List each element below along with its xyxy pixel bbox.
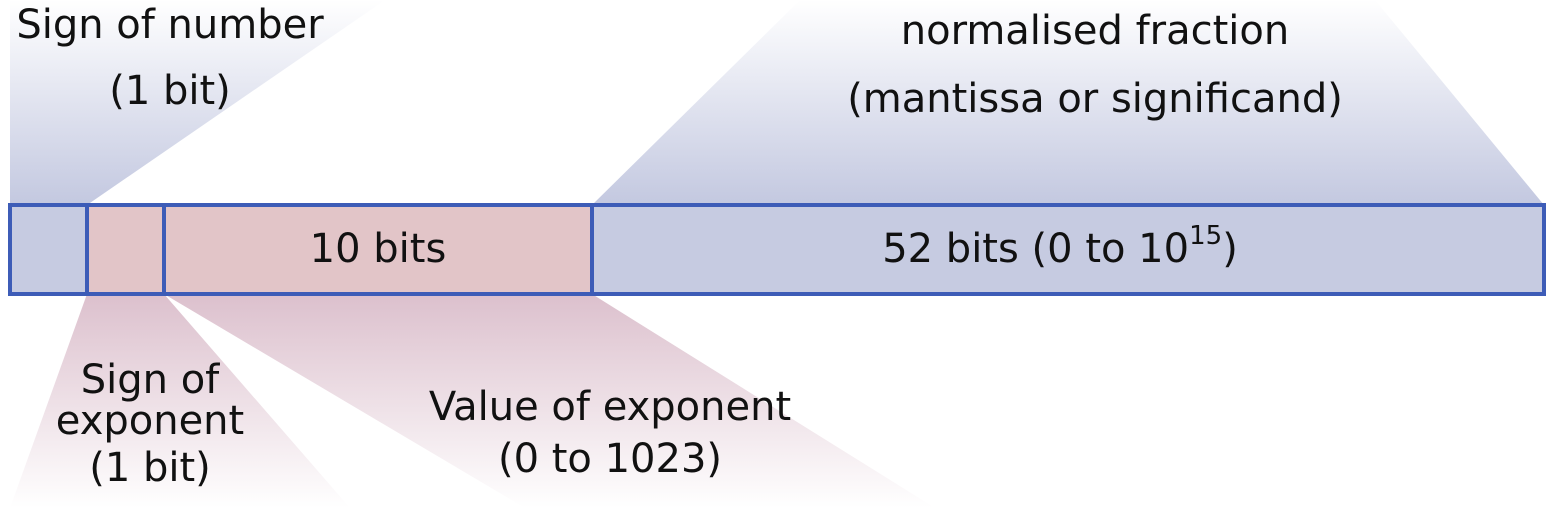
fraction-line1: normalised fraction — [900, 8, 1290, 54]
value-exponent-label: Value of exponent (0 to 1023) — [410, 384, 810, 482]
fraction-fan — [592, 0, 1544, 205]
exponent-sign-bit-field — [85, 203, 166, 296]
fraction-field — [590, 203, 1546, 296]
value-exponent-line1: Value of exponent — [428, 384, 792, 430]
sign-exponent-line1: Sign of — [80, 357, 220, 403]
fraction-line2: (mantissa or significand) — [847, 76, 1343, 122]
fraction-bits-prefix: 52 bits (0 to 10 — [882, 226, 1190, 272]
exponent-bits-label: 10 bits — [309, 226, 447, 272]
fraction-bits-suffix: ) — [1222, 226, 1238, 272]
value-exponent-line2: (0 to 1023) — [497, 436, 723, 482]
sign-number-line1: Sign of number — [16, 2, 324, 48]
sign-exponent-label: Sign of exponent (1 bit) — [30, 357, 270, 492]
sign-number-line2: (1 bit) — [109, 68, 231, 114]
fraction-bits-exponent: 15 — [1189, 220, 1223, 251]
fraction-label: normalised fraction (mantissa or signifi… — [780, 8, 1410, 122]
fraction-bits-label: 52 bits (0 to 1015) — [740, 223, 1380, 272]
sign-exponent-line3: (1 bit) — [89, 445, 211, 492]
sign-number-fan — [10, 0, 385, 205]
sign-number-label: Sign of number (1 bit) — [10, 2, 330, 114]
sign-bit-field — [8, 203, 89, 296]
sign-exponent-fan — [10, 294, 350, 508]
value-exponent-fan — [164, 294, 935, 508]
sign-exponent-line2: exponent — [55, 398, 245, 445]
